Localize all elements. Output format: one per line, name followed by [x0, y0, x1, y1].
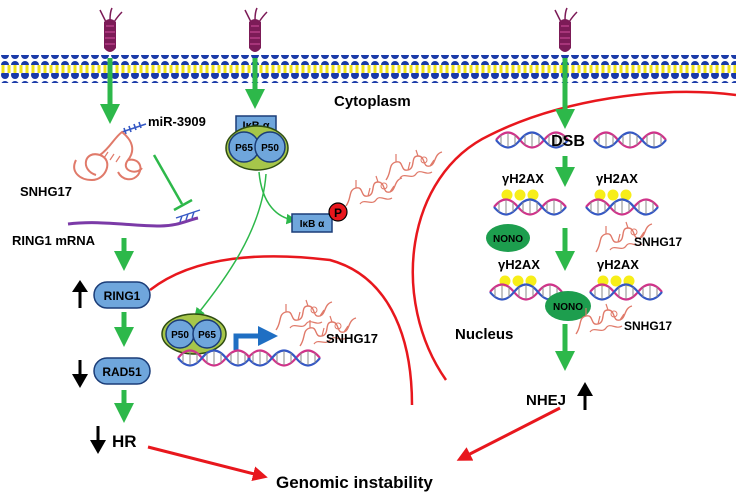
- h2ax-foci-2: [594, 189, 632, 201]
- cytoplasm-label: Cytoplasm: [334, 93, 411, 110]
- ikb-alpha-phosphorylated: IκB α P: [291, 202, 348, 233]
- snhg17-left-label: SNHG17: [20, 184, 72, 199]
- dna-helix-h2ax-4: [588, 283, 664, 301]
- nono-protein-1: NONO: [486, 224, 530, 252]
- nucleus-boundary-right: [411, 90, 736, 381]
- svg-text:NONO: NONO: [553, 302, 583, 313]
- receptor-left: [99, 7, 123, 53]
- gh2ax-label-1: γH2AX: [502, 171, 544, 186]
- mir-inhibition: [152, 154, 193, 212]
- nucleus-label: Nucleus: [455, 326, 513, 343]
- genomic-instability-label: Genomic instability: [276, 473, 433, 492]
- svg-text:RING1: RING1: [104, 289, 141, 303]
- transcription-arrow: [233, 326, 278, 350]
- svg-text:RAD51: RAD51: [102, 365, 142, 379]
- snhg17-center-label: SNHG17: [326, 331, 378, 346]
- receptor-right: [554, 7, 578, 53]
- hr-label: HR: [112, 432, 137, 451]
- svg-text:IκB α: IκB α: [300, 219, 325, 230]
- nucleus-boundary-left: [149, 255, 414, 406]
- ikb-alpha-complex: IκB α P65 P50: [225, 115, 289, 171]
- up-arrow-nhej-head: [577, 382, 593, 396]
- svg-text:P65: P65: [198, 330, 216, 341]
- down-arrow-rad51-head: [72, 374, 88, 388]
- snhg17-cytoplasm-rna-2: [385, 149, 443, 181]
- svg-text:P50: P50: [261, 143, 279, 154]
- svg-text:P50: P50: [171, 330, 189, 341]
- arrow-to-nucleus-nfkb: [194, 173, 267, 319]
- ring1-mrna-label: RING1 mRNA: [12, 233, 96, 248]
- nhej-label: NHEJ: [526, 392, 566, 409]
- dna-helix-h2ax-1: [492, 198, 568, 216]
- h2ax-foci-1: [501, 189, 539, 201]
- gh2ax-label-2: γH2AX: [596, 171, 638, 186]
- mir-3909: [121, 121, 147, 135]
- dna-helix-nfkb-2: [246, 349, 322, 367]
- snhg17-lncrna-left: [73, 130, 143, 182]
- dsb-label: DSB: [551, 133, 585, 150]
- arrow-hr-to-genomic: [147, 445, 268, 482]
- svg-text:P65: P65: [235, 143, 253, 154]
- dna-helix-dsb-right: [592, 131, 668, 149]
- up-arrow-ring1-head: [72, 280, 88, 292]
- ring1-protein: RING1: [93, 281, 151, 309]
- cell-membrane: [0, 55, 736, 83]
- mir-3909-label: miR-3909: [148, 114, 206, 129]
- snhg17-cytoplasm-rna-1: [345, 175, 403, 207]
- svg-text:NONO: NONO: [493, 234, 523, 245]
- svg-text:P: P: [334, 206, 342, 220]
- snhg17-transcript-1: [275, 299, 333, 331]
- p50-p65-nuclear-complex: P50 P65: [161, 313, 227, 355]
- arrow-nhej-to-genomic: [456, 406, 561, 461]
- gh2ax-label-3: γH2AX: [498, 257, 540, 272]
- ring1-mrna: [67, 209, 201, 228]
- down-arrow-hr-head: [90, 440, 106, 454]
- dna-helix-h2ax-2: [584, 198, 660, 216]
- arrow-to-ikb-phospho: [258, 171, 297, 225]
- receptor-center: [244, 7, 268, 53]
- snhg17-right-label-1: SNHG17: [634, 235, 682, 249]
- rad51-protein: RAD51: [93, 357, 151, 385]
- gh2ax-label-4: γH2AX: [597, 257, 639, 272]
- nono-protein-2: NONO: [545, 291, 591, 321]
- snhg17-right-label-2: SNHG17: [624, 319, 672, 333]
